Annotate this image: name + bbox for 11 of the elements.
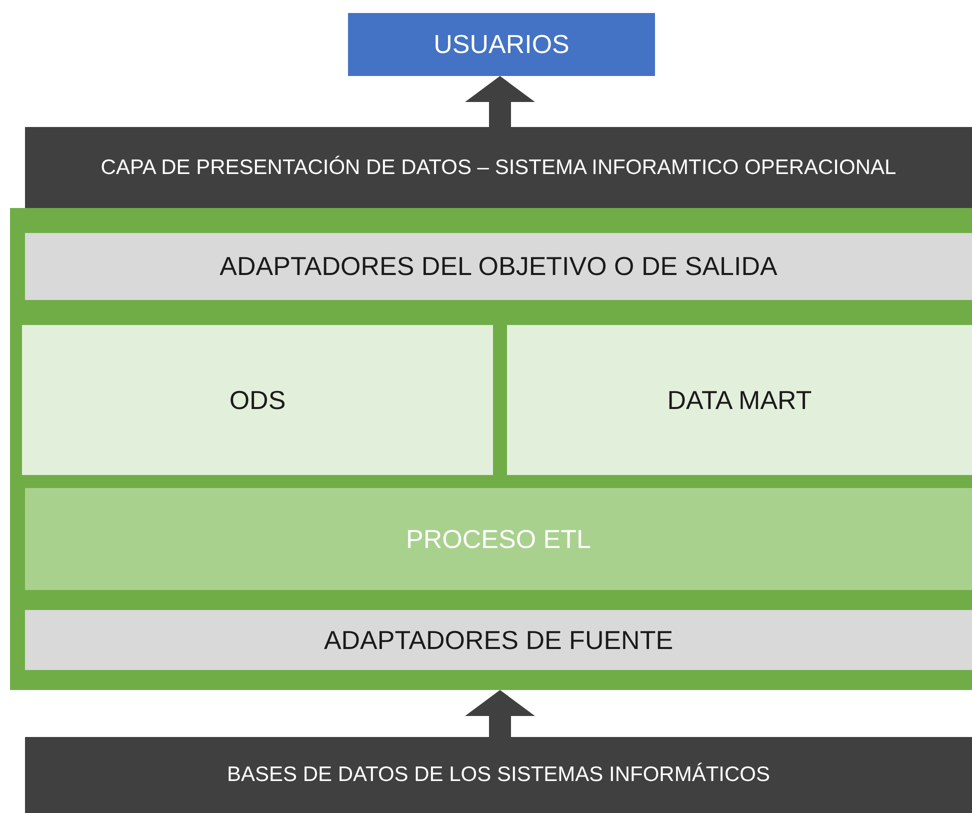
presentation-layer-bar: CAPA DE PRESENTACIÓN DE DATOS – SISTEMA INFORAMTICO OPERACIONAL: [25, 127, 972, 208]
user-box: USUARIOS: [348, 13, 655, 76]
system-frame: [10, 208, 972, 690]
adapter-layer-bar: ADAPTADORES DEL OBJETIVO O DE SALIDA: [25, 233, 972, 300]
process-layer-bar: PROCESO ETL: [25, 488, 972, 590]
store-box: DATA MART: [507, 325, 972, 475]
adapter-layer-bar: ADAPTADORES DE FUENTE: [25, 610, 972, 670]
database-layer-bar: BASES DE DATOS DE LOS SISTEMAS INFORMÁTICOS: [25, 737, 972, 813]
store-box: ODS: [22, 325, 493, 475]
block-arrow: [465, 76, 535, 127]
block-arrow: [465, 690, 535, 737]
